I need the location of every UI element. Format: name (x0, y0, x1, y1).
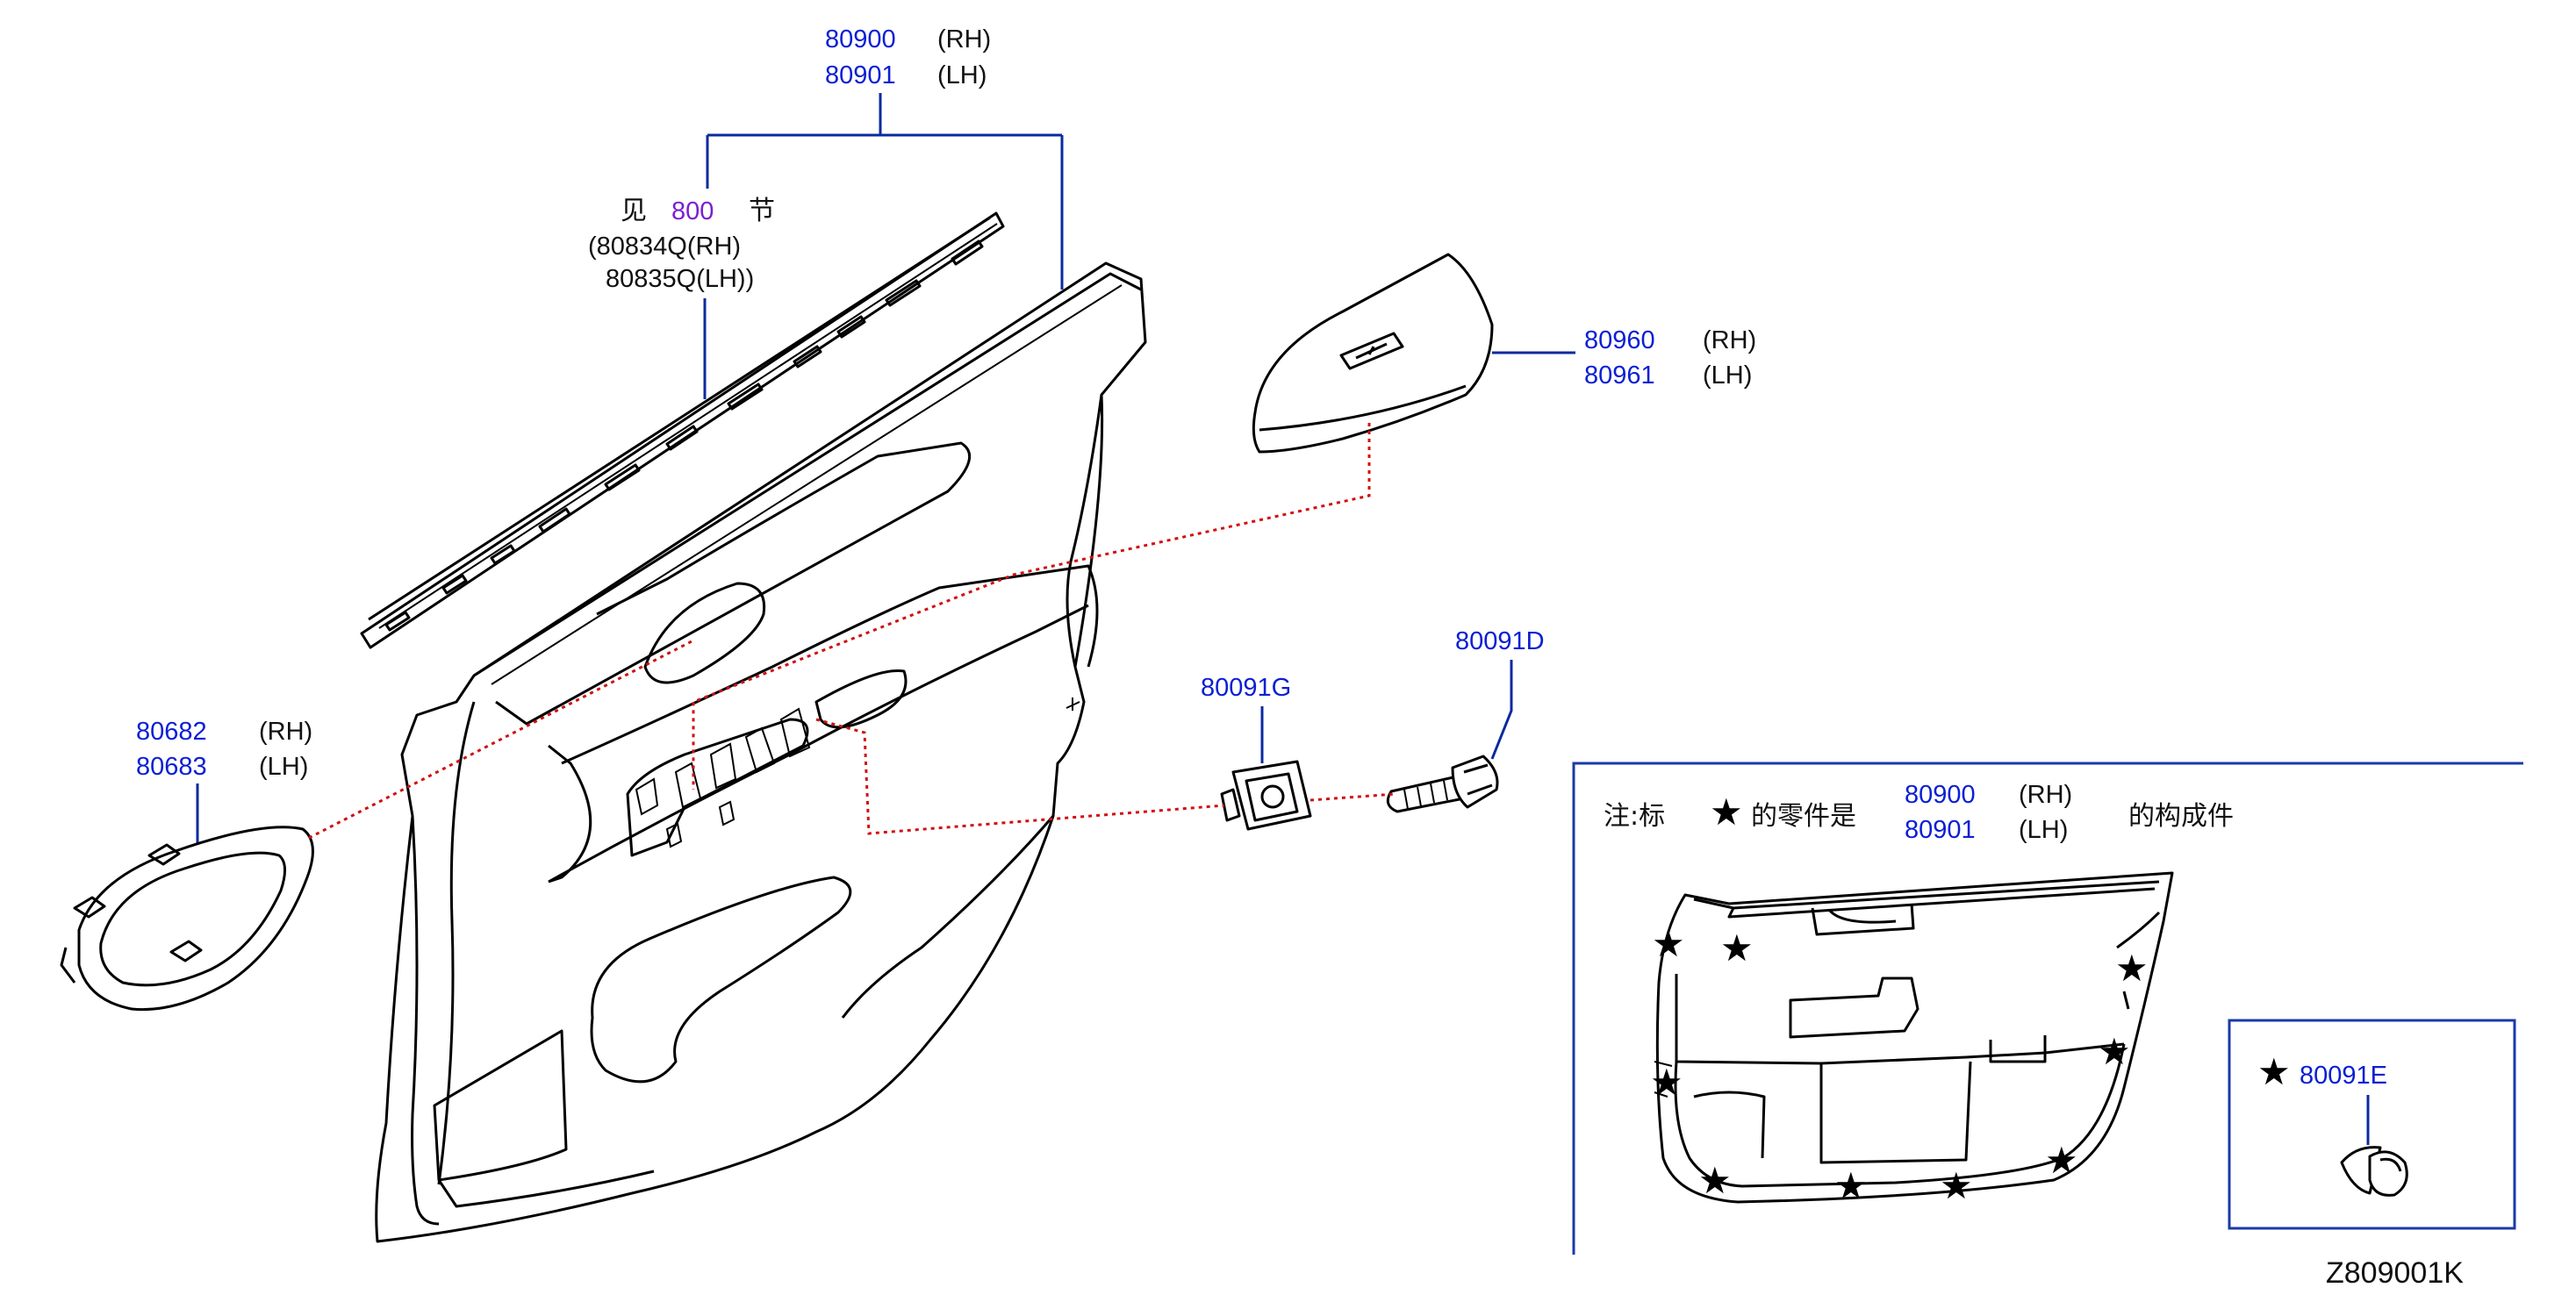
screw-d-number[interactable]: 80091D (1455, 627, 1545, 655)
star-icon: ★ (1710, 790, 1743, 833)
handle-escutcheon (60, 826, 314, 1012)
see-section-link[interactable]: 800 (671, 197, 714, 225)
see-prefix: 见 (621, 196, 647, 226)
note-suffix: 的构成件 (2128, 801, 2234, 832)
star-icon: ★ (1940, 1164, 1973, 1207)
switch-lh-number[interactable]: 80961 (1584, 361, 1655, 390)
star-icon: ★ (2098, 1030, 2131, 1073)
screw-d-leader-line (1490, 660, 1513, 760)
clip-e-number[interactable]: 80091E (2300, 1062, 2387, 1090)
escutcheon-lh-side: (LH) (259, 753, 308, 781)
switch-lh-side: (LH) (1703, 361, 1752, 390)
note-prefix: 注:标 (1604, 801, 1665, 832)
switch-rh-number[interactable]: 80960 (1584, 326, 1655, 354)
note-middle: 的零件是 (1751, 801, 1856, 832)
clip-e (2340, 1146, 2408, 1197)
molding-lh-label: 80835Q(LH)) (606, 265, 754, 293)
window-molding-strip (360, 211, 1005, 649)
note-trim-rh-side: (RH) (2019, 781, 2072, 809)
escutcheon-rh-side: (RH) (259, 718, 312, 746)
note-frame (1572, 762, 2523, 1255)
note-trim-rh-number[interactable]: 80900 (1905, 781, 1976, 809)
door-trim-panel (375, 261, 1147, 1243)
trim-rh-number[interactable]: 80900 (825, 25, 896, 54)
star-icon: ★ (2115, 947, 2149, 990)
molding-rh-label: (80834Q(RH) (588, 232, 741, 261)
trim-rh-side: (RH) (937, 25, 991, 54)
clip-e-inset-box (2228, 1019, 2516, 1230)
clip-g-number[interactable]: 80091G (1201, 674, 1291, 702)
fastener-star-markers: ★ ★ ★ ★ ★ ★ ★ ★ ★ (1650, 922, 2149, 1207)
note-trim-lh-side: (LH) (2019, 816, 2068, 844)
trim-lh-number[interactable]: 80901 (825, 61, 896, 89)
star-icon: ★ (1650, 1061, 1683, 1104)
star-icon: ★ (2257, 1050, 2291, 1093)
star-icon: ★ (1698, 1159, 1732, 1202)
star-icon: ★ (2045, 1139, 2078, 1182)
star-icon: ★ (1652, 922, 1685, 965)
escutcheon-rh-number[interactable]: 80682 (136, 718, 207, 746)
note-trim-lh-number[interactable]: 80901 (1905, 816, 1976, 844)
screw-d (1386, 755, 1499, 813)
figure-code: Z809001K (2326, 1256, 2464, 1290)
star-icon: ★ (1834, 1164, 1868, 1207)
dotted-connectors (308, 423, 1396, 840)
star-icon: ★ (1720, 926, 1754, 969)
switch-rh-side: (RH) (1703, 326, 1756, 354)
see-suffix: 节 (749, 196, 775, 226)
trim-panel-rear-view (1654, 871, 2174, 1204)
window-switch-finisher (1252, 253, 1494, 454)
escutcheon-lh-number[interactable]: 80683 (136, 753, 207, 781)
trim-leader-line (706, 93, 1064, 290)
clip-g (1220, 760, 1312, 831)
trim-lh-side: (LH) (937, 61, 987, 89)
